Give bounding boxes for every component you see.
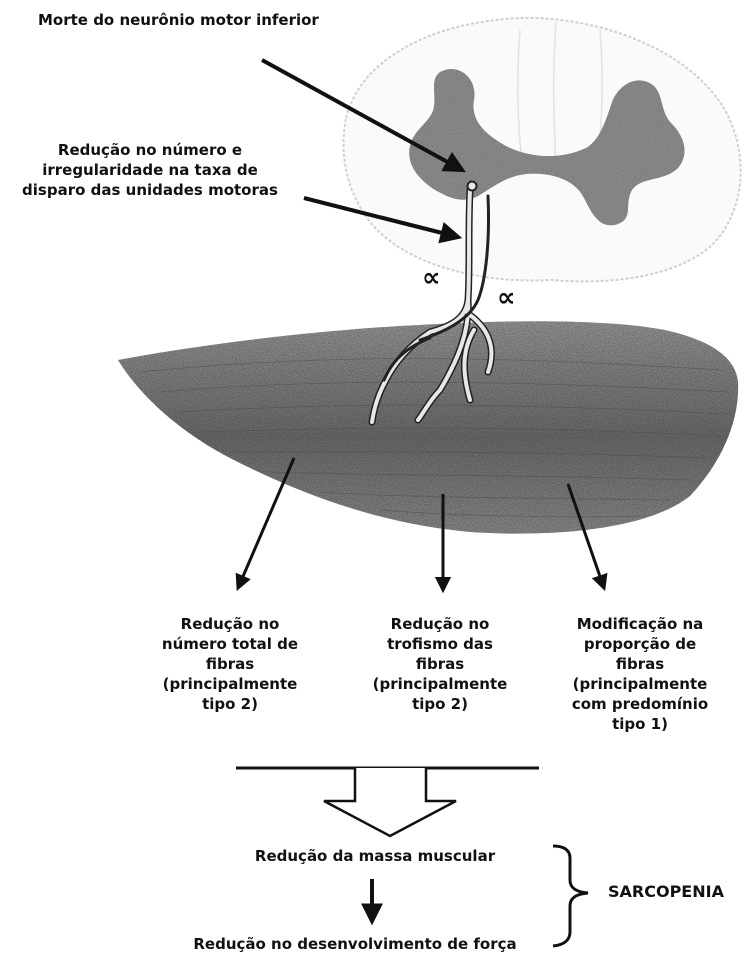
label-line: (principalmente — [550, 674, 730, 694]
label-line: Redução no número e — [0, 140, 300, 160]
label-fiber-trophism: Redução no trofismo das fibras (principa… — [355, 614, 525, 714]
label-line: proporção de — [550, 634, 730, 654]
alpha-symbol-left: ∝ — [422, 264, 441, 292]
label-line: fibras — [550, 654, 730, 674]
label-line: (principalmente — [150, 674, 310, 694]
arrow-fiber-total — [238, 458, 294, 588]
label-fiber-total: Redução no número total de fibras (princ… — [150, 614, 310, 714]
muscle-illustration — [118, 321, 738, 533]
label-line: disparo das unidades motoras — [0, 180, 300, 200]
neuron-cell-body — [468, 182, 477, 191]
label-line: tipo 2) — [150, 694, 310, 714]
brace-icon — [553, 846, 588, 946]
label-line: irregularidade na taxa de — [0, 160, 300, 180]
label-line: com predomínio — [550, 694, 730, 714]
label-line: Redução no — [355, 614, 525, 634]
alpha-symbol-right: ∝ — [497, 284, 516, 312]
label-mass-reduction: Redução da massa muscular — [230, 846, 520, 866]
label-sarcopenia: SARCOPENIA — [608, 882, 748, 902]
label-line: Redução no — [150, 614, 310, 634]
label-line: número total de — [150, 634, 310, 654]
label-line: Modificação na — [550, 614, 730, 634]
label-fiber-proportion: Modificação na proporção de fibras (prin… — [550, 614, 730, 734]
label-line: fibras — [150, 654, 310, 674]
hollow-down-arrow-icon — [324, 768, 456, 836]
label-force-reduction: Redução no desenvolvimento de força — [160, 934, 550, 954]
label-line: trofismo das — [355, 634, 525, 654]
label-line: fibras — [355, 654, 525, 674]
label-motor-neuron-death: Morte do neurônio motor inferior — [38, 10, 378, 30]
label-line: (principalmente — [355, 674, 525, 694]
label-motor-units-reduction: Redução no número e irregularidade na ta… — [0, 140, 300, 200]
spinal-cord-illustration — [343, 18, 740, 282]
label-line: tipo 2) — [355, 694, 525, 714]
label-line: tipo 1) — [550, 714, 730, 734]
